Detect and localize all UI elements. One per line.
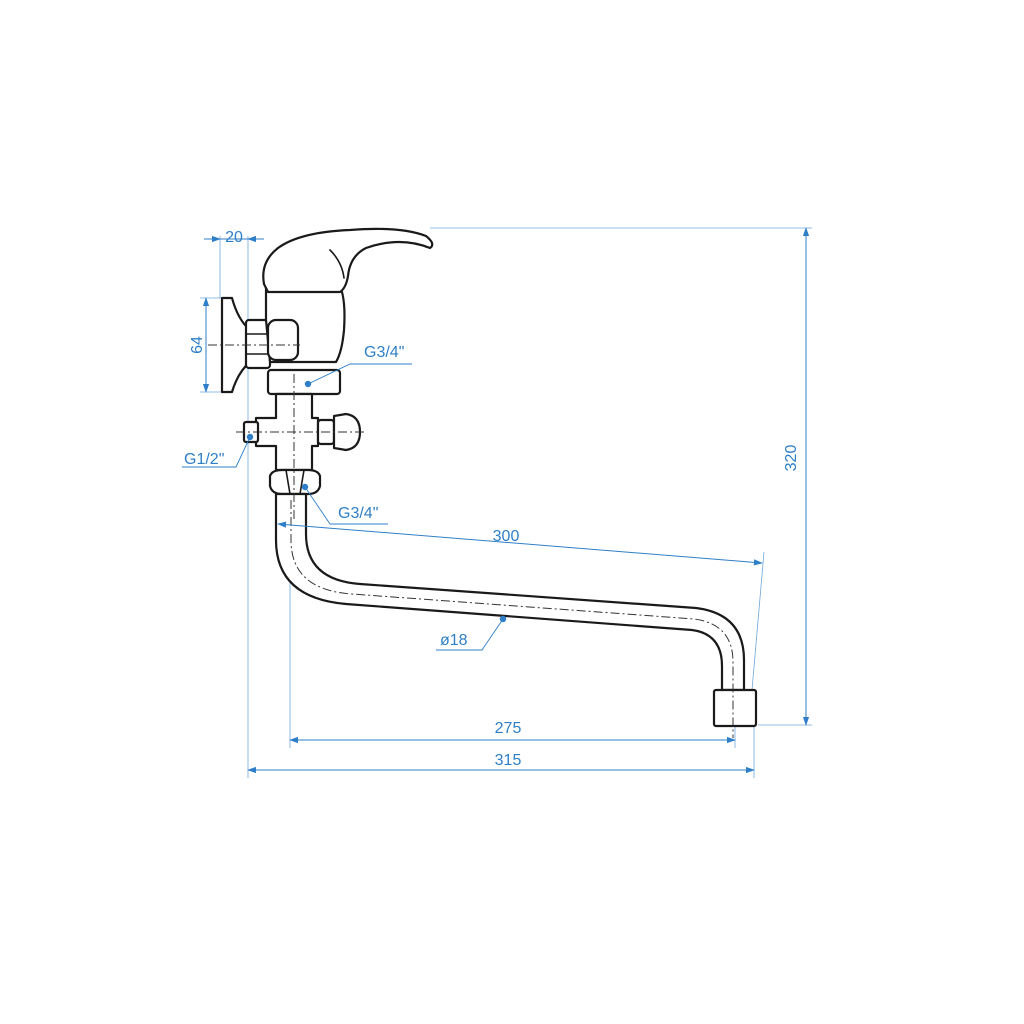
- dimension-total-width: 315: [247, 752, 755, 774]
- leader-spout-diameter: ø18: [436, 615, 507, 651]
- dimension-spout-length: 300: [277, 521, 763, 566]
- dimension-spout-reach: 275: [289, 720, 736, 744]
- label-side-inlet: G1/2": [184, 451, 224, 468]
- label-flange-height: 64: [189, 336, 206, 354]
- extension-line-spout-tip: [751, 551, 765, 691]
- dimension-total-height: 320: [783, 227, 810, 726]
- label-spout-diameter: ø18: [440, 632, 468, 649]
- label-lower-connection: G3/4": [338, 505, 378, 522]
- spout-pipe: [274, 492, 746, 692]
- label-total-height: 320: [783, 445, 800, 472]
- dimension-flange-height: 64: [189, 297, 210, 393]
- label-spout-reach: 275: [495, 720, 522, 737]
- leader-side-inlet: G1/2": [182, 433, 254, 468]
- label-total-width: 315: [495, 752, 522, 769]
- label-upper-connection: G3/4": [364, 344, 404, 361]
- dimension-wall-offset: 20: [204, 229, 264, 246]
- mixer-inlet-boss: [266, 318, 300, 362]
- swivel-nut: [268, 468, 322, 496]
- faucet-body: [220, 227, 434, 496]
- leader-lower-connection: G3/4": [301, 483, 388, 525]
- lever-handle: [262, 227, 434, 294]
- center-lines: [208, 344, 734, 738]
- label-wall-offset: 20: [225, 229, 243, 246]
- leader-upper-connection: G3/4": [304, 344, 412, 388]
- label-spout-length: 300: [493, 528, 520, 545]
- spout-aerator: [712, 688, 758, 728]
- spout: [274, 492, 758, 728]
